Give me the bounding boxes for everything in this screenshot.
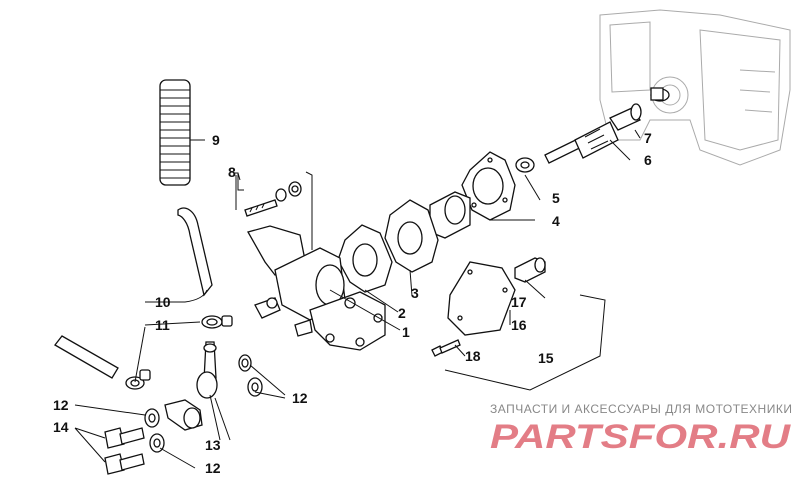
callout-2: 2 — [398, 305, 406, 321]
watermark-logo: PARTSFOR.RU — [490, 418, 792, 456]
callout-12-bottom: 12 — [205, 460, 221, 476]
callout-16: 16 — [511, 317, 527, 333]
part-12-washers — [144, 354, 263, 453]
pump-drive-housing — [429, 191, 471, 239]
callout-11: 11 — [155, 317, 170, 333]
part-9-spring — [159, 79, 191, 186]
engine-housing-ghost — [599, 9, 791, 166]
part-16-cover — [447, 261, 516, 336]
callout-labels: 1 2 3 4 5 6 7 8 9 10 11 12 12 12 13 14 1… — [53, 130, 652, 476]
part-13-fittings — [164, 341, 218, 431]
part-17-plug — [514, 257, 546, 283]
part-2-gasket — [337, 224, 393, 293]
callout-4: 4 — [552, 213, 560, 229]
part-1-oil-pump — [247, 225, 386, 351]
part-18-screw — [431, 339, 461, 357]
callout-9: 9 — [212, 132, 220, 148]
callout-6: 6 — [644, 152, 652, 168]
part-14-bolts — [104, 427, 145, 475]
callout-13: 13 — [205, 437, 221, 453]
callout-7: 7 — [644, 130, 652, 146]
callout-12-left: 12 — [53, 397, 69, 413]
callout-5: 5 — [552, 190, 560, 206]
callout-10: 10 — [155, 294, 171, 310]
callout-12-right: 12 — [292, 390, 308, 406]
callout-18: 18 — [465, 348, 481, 364]
callout-8: 8 — [228, 164, 236, 180]
part-11-clamps — [125, 315, 233, 390]
callout-3: 3 — [411, 285, 419, 301]
part-10-hose — [54, 207, 213, 379]
part-8-screw-washers — [244, 181, 302, 217]
part-7-bushing — [650, 87, 670, 102]
callout-17: 17 — [511, 294, 527, 310]
part-5-washer — [515, 157, 535, 173]
callout-1: 1 — [402, 324, 410, 340]
part-6-drive-shaft — [544, 103, 642, 164]
watermark-subtitle: ЗАПЧАСТИ И АКСЕССУАРЫ ДЛЯ МОТОТЕХНИКИ — [490, 402, 793, 416]
leader-lines — [74, 129, 641, 469]
part-4-gasket — [461, 151, 516, 221]
callout-15: 15 — [538, 350, 554, 366]
callout-14: 14 — [53, 419, 69, 435]
part-3-flange — [384, 199, 439, 273]
